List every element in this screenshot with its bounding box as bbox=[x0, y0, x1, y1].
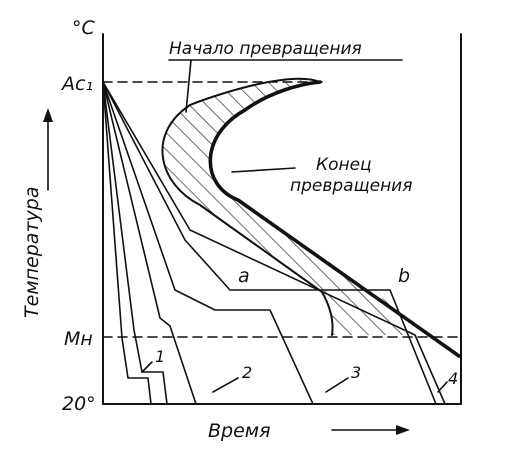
point-b-label: b bbox=[398, 265, 410, 287]
cooling-curve-3 bbox=[102, 81, 437, 405]
start-transformation-label: Начало превращения bbox=[169, 39, 362, 59]
start-label-leader bbox=[185, 59, 192, 113]
end-transformation-curve bbox=[208, 80, 461, 358]
cooling-curve-1 bbox=[102, 81, 152, 405]
point-a-label: a bbox=[238, 265, 250, 287]
curve-1-leader bbox=[141, 361, 153, 373]
curve-1-label: 1 bbox=[155, 347, 165, 366]
degree-unit-label: °C bbox=[72, 17, 96, 39]
transformation-region bbox=[162, 78, 412, 335]
room-temp-label: 20° bbox=[62, 393, 96, 415]
cooling-curve-2 bbox=[102, 81, 197, 405]
curve-4-leader bbox=[437, 381, 448, 393]
curve-2-label: 2 bbox=[242, 363, 252, 382]
y-axis-label: Температура bbox=[21, 187, 43, 318]
curve-3-label: 3 bbox=[351, 363, 361, 382]
x-axis-label: Время bbox=[208, 420, 271, 442]
y-axis-arrow bbox=[43, 108, 53, 191]
start-transformation-curve bbox=[161, 77, 334, 336]
x-axis-arrow bbox=[331, 425, 410, 435]
end-transformation-label-2: превращения bbox=[290, 176, 412, 196]
cooling-curve-2b bbox=[102, 81, 314, 405]
curve-3-leader bbox=[325, 377, 349, 393]
cooling-curve-4 bbox=[102, 81, 446, 405]
ac1-label: Ac₁ bbox=[60, 73, 93, 95]
curve-4-label: 4 bbox=[448, 369, 458, 388]
curve-2-leader bbox=[212, 377, 239, 393]
end-transformation-label-1: Конец bbox=[316, 155, 372, 175]
end-label-leader bbox=[231, 167, 296, 173]
mn-label: Mн bbox=[64, 328, 93, 350]
